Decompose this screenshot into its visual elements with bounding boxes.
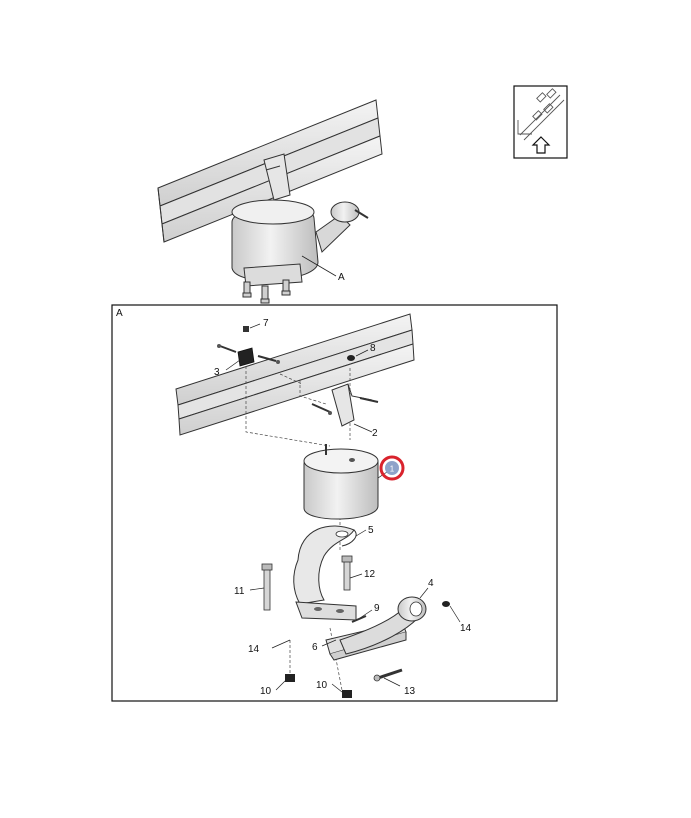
callout-11[interactable]: 11	[234, 586, 245, 597]
part-10-nut	[285, 674, 352, 698]
callout-5[interactable]: 5	[368, 525, 374, 536]
detail-frame	[111, 304, 558, 702]
detail-frame-rail	[175, 313, 415, 436]
callout-6[interactable]: 6	[312, 642, 318, 653]
part-13-bolt	[373, 668, 403, 682]
callout-2[interactable]: 2	[372, 428, 378, 439]
callout-12[interactable]: 12	[364, 569, 376, 580]
part-1-air-spring	[303, 444, 379, 520]
part-11-bolt	[261, 563, 273, 611]
callout-10-right[interactable]: 10	[316, 680, 328, 691]
part-4-arm	[339, 596, 450, 655]
part-1-highlight-marker[interactable]: 1	[379, 455, 405, 481]
callout-13[interactable]: 13	[404, 686, 416, 697]
detail-frame-label: A	[116, 308, 123, 319]
part-3-clip	[217, 326, 280, 367]
overview-air-spring	[231, 153, 369, 304]
part-9-screw	[351, 615, 367, 623]
callout-1: 1	[390, 465, 395, 474]
part-2-bracket	[311, 355, 379, 427]
callout-10-left[interactable]: 10	[260, 686, 272, 697]
overview-callout-a[interactable]: A	[338, 272, 345, 283]
callout-14-right[interactable]: 14	[460, 623, 472, 634]
part-5-saddle	[293, 525, 357, 621]
callout-7[interactable]: 7	[263, 318, 269, 329]
callout-9[interactable]: 9	[374, 603, 380, 614]
orientation-arrow-icon	[513, 85, 568, 159]
callout-3[interactable]: 3	[214, 367, 220, 378]
part-12-bolt	[341, 555, 353, 591]
callout-8[interactable]: 8	[370, 343, 376, 354]
callout-4[interactable]: 4	[428, 578, 434, 589]
callout-14-left[interactable]: 14	[248, 644, 260, 655]
